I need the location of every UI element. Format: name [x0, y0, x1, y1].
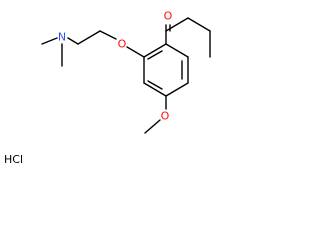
ethylene-bond: [77, 30, 101, 45]
ring-bond: [165, 82, 189, 97]
ether-oxygen-label: O: [118, 38, 127, 51]
ether-bond: [99, 30, 117, 40]
ring-bond: [147, 80, 163, 90]
methoxy-oxygen-label: O: [161, 110, 170, 123]
amine-nitrogen-label: N: [58, 31, 66, 44]
ring-bond: [143, 82, 167, 97]
hydrochloride-salt-label: HCl: [4, 153, 23, 166]
ring-bond: [147, 50, 163, 60]
chain-bond: [187, 17, 211, 32]
ring-bond: [165, 43, 189, 58]
chemical-structure: O O N O HCl: [4, 10, 211, 166]
amine-bond: [67, 37, 79, 45]
ring-bond: [143, 43, 167, 58]
chain-bond: [165, 17, 189, 32]
ether-bond: [126, 46, 145, 58]
methoxy-bond: [144, 119, 161, 134]
atom-labels: O O N O: [58, 10, 173, 123]
carbonyl-oxygen-label: O: [164, 10, 173, 23]
bonds: [41, 17, 211, 134]
n-methyl-bond: [41, 37, 58, 45]
